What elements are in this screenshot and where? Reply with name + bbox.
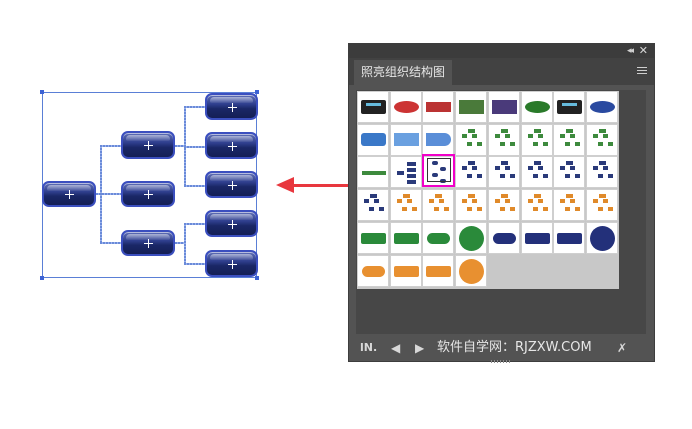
selection-handle[interactable] — [40, 276, 44, 280]
panel-footer: lN. ◀ ▶ 软件自学网：RJZXW.COM ✗ — [349, 336, 654, 361]
org-node-level3[interactable] — [205, 210, 258, 237]
selection-bounding-box — [42, 92, 257, 278]
symbol-thumbnail[interactable] — [553, 123, 586, 156]
symbol-thumbnail[interactable] — [520, 156, 553, 189]
connector-line — [100, 242, 122, 244]
resize-grip[interactable] — [491, 360, 511, 363]
org-node-root[interactable] — [42, 181, 96, 207]
close-icon[interactable]: ✕ — [638, 44, 648, 57]
symbol-thumbnail[interactable] — [585, 189, 618, 222]
symbol-thumbnail[interactable] — [357, 123, 389, 156]
symbol-thumbnail[interactable] — [357, 156, 389, 189]
connector-line — [184, 263, 205, 265]
symbol-thumbnail[interactable] — [487, 221, 520, 254]
selected-symbol-frame — [427, 158, 451, 182]
symbol-thumbnail[interactable] — [422, 123, 455, 156]
symbol-thumbnail[interactable] — [520, 221, 553, 254]
connector-line — [184, 185, 205, 187]
org-node-level3[interactable] — [205, 93, 258, 120]
symbol-thumbnail[interactable] — [455, 91, 488, 123]
connector-line — [184, 106, 186, 186]
selected-symbol-highlight — [422, 154, 455, 187]
symbol-thumbnail[interactable] — [389, 221, 422, 254]
symbol-thumbnail[interactable] — [585, 123, 618, 156]
symbol-thumbnail[interactable] — [487, 156, 520, 189]
connector-line — [184, 106, 205, 108]
connector-line — [100, 145, 102, 243]
symbol-thumbnail[interactable] — [487, 189, 520, 222]
symbol-thumbnail[interactable] — [553, 221, 586, 254]
symbol-thumbnail[interactable] — [520, 91, 553, 123]
connector-line — [184, 223, 186, 264]
symbol-thumbnail[interactable] — [553, 156, 586, 189]
connector-line — [175, 242, 185, 244]
selection-handle[interactable] — [255, 90, 259, 94]
double-chevron-icon[interactable]: ◂◂ — [626, 46, 634, 56]
org-node-level2[interactable] — [121, 230, 175, 256]
panel-menu-icon[interactable] — [637, 67, 647, 75]
symbol-thumbnail[interactable] — [585, 91, 618, 123]
symbol-grid-area — [356, 90, 646, 334]
triangle-right-icon[interactable]: ▶ — [415, 341, 425, 355]
panel-tab[interactable]: 照亮组织结构图 — [354, 60, 453, 85]
symbol-thumbnail[interactable] — [389, 189, 422, 222]
symbol-thumbnail[interactable] — [455, 123, 488, 156]
symbol-library-panel[interactable]: ◂◂ ✕ 照亮组织结构图 lN. ◀ ▶ 软件自学网：RJZXW.COM ✗ — [348, 43, 655, 363]
org-node-level3[interactable] — [205, 250, 258, 277]
symbol-thumbnail[interactable] — [389, 123, 422, 156]
symbol-thumbnail[interactable] — [357, 254, 389, 287]
symbol-thumbnail[interactable] — [455, 221, 488, 254]
connector-line — [184, 146, 205, 148]
symbol-thumbnail[interactable] — [422, 91, 455, 123]
symbol-thumbnail[interactable] — [357, 91, 389, 123]
symbol-thumbnail[interactable] — [520, 189, 553, 222]
connector-line — [100, 145, 122, 147]
panel-tab-row: 照亮组织结构图 — [349, 58, 654, 85]
symbol-thumbnail[interactable] — [422, 189, 455, 222]
break-link-icon[interactable]: ✗ — [617, 341, 628, 355]
symbol-thumbnail[interactable] — [357, 221, 389, 254]
connector-line — [175, 145, 185, 147]
symbol-thumbnail[interactable] — [520, 123, 553, 156]
selection-handle[interactable] — [40, 90, 44, 94]
symbol-thumbnail[interactable] — [455, 189, 488, 222]
symbol-thumbnail[interactable] — [487, 123, 520, 156]
selection-handle[interactable] — [255, 276, 259, 280]
triangle-left-icon[interactable]: ◀ — [391, 341, 401, 355]
org-node-level3[interactable] — [205, 171, 258, 198]
panel-title-bar[interactable]: ◂◂ ✕ — [349, 44, 654, 58]
symbol-thumbnail[interactable] — [553, 91, 586, 123]
library-icon[interactable]: lN. — [360, 341, 378, 354]
symbol-thumbnail[interactable] — [357, 189, 389, 222]
symbol-thumbnail[interactable] — [422, 254, 455, 287]
pointer-arrow-head — [276, 177, 294, 193]
symbol-thumbnail[interactable] — [455, 156, 488, 189]
symbol-thumbnail[interactable] — [487, 91, 520, 123]
symbol-thumbnail[interactable] — [455, 254, 488, 287]
symbol-thumbnail[interactable] — [389, 156, 422, 189]
symbol-thumbnail[interactable] — [585, 221, 618, 254]
connector-line — [184, 223, 205, 225]
connector-line — [96, 193, 122, 195]
org-node-level3[interactable] — [205, 132, 258, 159]
symbol-thumbnail[interactable] — [389, 254, 422, 287]
symbol-thumbnail[interactable] — [585, 156, 618, 189]
org-node-level2[interactable] — [121, 131, 175, 159]
symbol-thumbnail[interactable] — [422, 221, 455, 254]
symbol-thumbnail[interactable] — [553, 189, 586, 222]
org-node-level2[interactable] — [121, 181, 175, 207]
watermark-text: 软件自学网：RJZXW.COM — [437, 340, 592, 355]
symbol-thumbnail[interactable] — [389, 91, 422, 123]
symbol-grid — [357, 91, 619, 289]
